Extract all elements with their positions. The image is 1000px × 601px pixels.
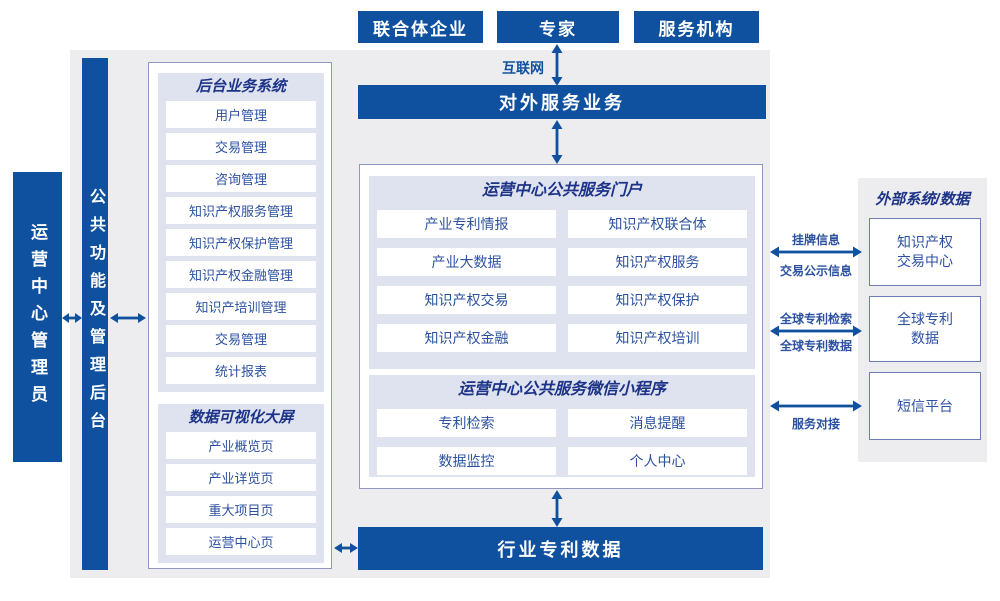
backoffice-item: 统计报表 xyxy=(166,357,316,384)
miniprogram-grid: 专利检索 消息提醒 数据监控 个人中心 xyxy=(369,403,755,475)
dataviz-item: 产业详览页 xyxy=(166,464,316,491)
left-panel: 后台业务系统 用户管理 交易管理 咨询管理 知识产权服务管理 知识产权保护管理 … xyxy=(148,62,332,569)
industry-patent-data-bar: 行业专利数据 xyxy=(358,527,763,570)
portal-title: 运营中心公共服务门户 xyxy=(481,182,642,199)
double-arrow-internet-icon xyxy=(551,44,563,86)
actor-box-service-org: 服务机构 xyxy=(634,11,759,43)
dataviz-item: 产业概览页 xyxy=(166,432,316,459)
miniprogram-panel: 运营中心公共服务微信小程序 专利检索 消息提醒 数据监控 个人中心 xyxy=(369,375,755,477)
backoffice-item: 知识产培训管理 xyxy=(166,293,316,320)
double-arrow-sms-icon xyxy=(770,400,862,412)
dataviz-title: 数据可视化大屏 xyxy=(188,409,294,426)
miniprogram-item: 个人中心 xyxy=(568,447,747,475)
backoffice-item: 用户管理 xyxy=(166,101,316,128)
external-system-ip-trade-center: 知识产权 交易中心 xyxy=(869,218,981,286)
dataviz-item: 重大项目页 xyxy=(166,496,316,523)
portal-item: 知识产权交易 xyxy=(377,286,556,314)
double-arrow-bar-to-portal-icon xyxy=(551,120,563,164)
portal-item: 知识产权金融 xyxy=(377,324,556,352)
actor-box-consortium: 联合体企业 xyxy=(358,11,483,43)
external-system-global-patent-data: 全球专利 数据 xyxy=(869,296,981,362)
portal-item: 知识产权联合体 xyxy=(568,210,747,238)
portal-item: 知识产权培训 xyxy=(568,324,747,352)
link-label-transaction-publicity: 交易公示信息 xyxy=(779,264,852,278)
backoffice-item: 知识产权保护管理 xyxy=(166,229,316,256)
external-system-sms-platform: 短信平台 xyxy=(869,372,981,440)
miniprogram-item: 消息提醒 xyxy=(568,409,747,437)
backoffice-item: 交易管理 xyxy=(166,133,316,160)
portal-panel: 运营中心公共服务门户 产业专利情报 知识产权联合体 产业大数据 知识产权服务 知… xyxy=(369,176,755,369)
link-label-listing-info: 挂牌信息 xyxy=(791,233,840,247)
portal-item: 产业专利情报 xyxy=(377,210,556,238)
center-panel: 运营中心公共服务门户 产业专利情报 知识产权联合体 产业大数据 知识产权服务 知… xyxy=(359,164,763,489)
double-arrow-ip-trade-icon xyxy=(770,246,862,258)
link-label-global-patent-search: 全球专利检索 xyxy=(779,312,852,326)
dataviz-list: 产业概览页 产业详览页 重大项目页 运营中心页 xyxy=(158,432,324,555)
portal-item: 知识产权服务 xyxy=(568,248,747,276)
backoffice-item: 知识产权服务管理 xyxy=(166,197,316,224)
double-arrow-leftpanel-industry-icon xyxy=(334,543,358,553)
backoffice-item: 咨询管理 xyxy=(166,165,316,192)
backoffice-list: 用户管理 交易管理 咨询管理 知识产权服务管理 知识产权保护管理 知识产权金融管… xyxy=(158,101,324,384)
double-arrow-backend-panel-icon xyxy=(110,313,146,323)
operations-admin-box: 运营中心管理员 xyxy=(13,172,62,462)
miniprogram-title: 运营中心公共服务微信小程序 xyxy=(457,381,666,398)
portal-item: 产业大数据 xyxy=(377,248,556,276)
double-arrow-global-patent-icon xyxy=(770,325,862,337)
miniprogram-item: 数据监控 xyxy=(377,447,556,475)
dataviz-item: 运营中心页 xyxy=(166,528,316,555)
backoffice-item: 知识产权金融管理 xyxy=(166,261,316,288)
public-function-backend-bar: 公共功能及管理后台 xyxy=(82,58,108,570)
link-label-service-docking: 服务对接 xyxy=(791,417,840,431)
double-arrow-admin-backend-icon xyxy=(62,313,82,323)
portal-grid: 产业专利情报 知识产权联合体 产业大数据 知识产权服务 知识产权交易 知识产权保… xyxy=(369,204,755,352)
external-service-bar: 对外服务业务 xyxy=(358,85,766,119)
actor-box-expert: 专家 xyxy=(497,11,619,43)
backoffice-item: 交易管理 xyxy=(166,325,316,352)
dataviz-panel: 数据可视化大屏 产业概览页 产业详览页 重大项目页 运营中心页 xyxy=(158,404,324,563)
double-arrow-portal-industry-icon xyxy=(551,490,563,527)
internet-label: 互联网 xyxy=(502,60,544,76)
link-label-global-patent-data: 全球专利数据 xyxy=(779,339,852,353)
backoffice-title: 后台业务系统 xyxy=(195,78,286,95)
portal-item: 知识产权保护 xyxy=(568,286,747,314)
backoffice-panel: 后台业务系统 用户管理 交易管理 咨询管理 知识产权服务管理 知识产权保护管理 … xyxy=(158,73,324,392)
miniprogram-item: 专利检索 xyxy=(377,409,556,437)
external-systems-title: 外部系统/数据 xyxy=(875,191,970,208)
